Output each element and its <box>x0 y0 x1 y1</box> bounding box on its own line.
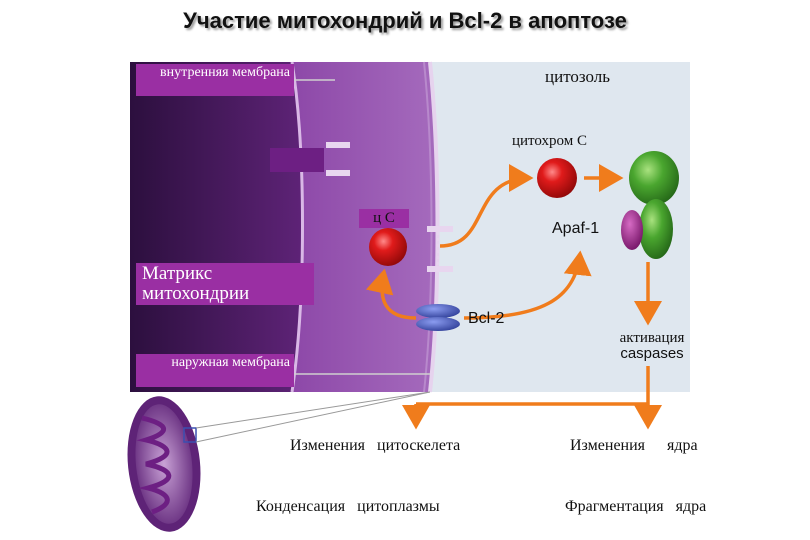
bcl2-disc <box>416 304 460 318</box>
arrow-bcl2-to-apaf1 <box>463 250 592 320</box>
apaf1-green-top <box>629 151 679 205</box>
cytochrome-c-inner-ball <box>369 228 407 266</box>
outer-membrane-channel <box>427 266 453 272</box>
diagram-title: Участие митохондрий и Bcl-2 в апоптозе <box>183 8 627 33</box>
matrix-label: Матрикс митохондрии <box>136 263 314 305</box>
inner-membrane-pore <box>326 142 350 148</box>
arrow-bcl2-to-cytc <box>365 268 417 320</box>
inner-membrane-pore <box>326 170 350 176</box>
bcl2-label: Bcl-2 <box>468 310 505 327</box>
caspase-activation-label: активация caspases <box>604 330 700 362</box>
apaf1-magenta <box>621 210 643 250</box>
mitochondrion-illustration <box>127 396 201 532</box>
zoom-line-top <box>195 391 431 429</box>
nucleus-fragmentation-label: Фрагментация ядра <box>565 498 707 515</box>
nucleus-change-label: Изменения ядра <box>570 437 698 454</box>
zoom-marker <box>183 427 197 443</box>
apaf1-label: Apaf-1 <box>552 220 600 237</box>
cytochrome-c-label: цитохром С <box>512 133 587 149</box>
blank-label-box <box>270 148 324 172</box>
arrow-channel-to-cytosol <box>439 164 534 248</box>
mitochondrial-matrix <box>130 62 303 392</box>
caspases-text: caspases <box>620 345 684 362</box>
inner-membrane-line <box>290 61 304 393</box>
activation-text: активация <box>619 330 685 346</box>
cyt-c-short-label: ц С <box>359 209 409 228</box>
cytochrome-c-cytosol-ball <box>537 158 577 198</box>
cytosol-label: цитозоль <box>545 67 611 86</box>
cytoskeleton-change-label: Изменения цитоскелета <box>290 437 461 454</box>
inner-membrane-label: внутренняя мембрана <box>136 64 294 96</box>
bcl2-disc <box>416 317 460 331</box>
cytoplasm-condensation-label: Конденсация цитоплазмы <box>256 498 440 515</box>
outer-membrane-channel <box>427 226 453 232</box>
zoom-line-bottom <box>195 391 431 443</box>
outer-membrane-label: наружная мембрана <box>136 354 294 387</box>
apaf1-green-bottom <box>639 199 673 259</box>
